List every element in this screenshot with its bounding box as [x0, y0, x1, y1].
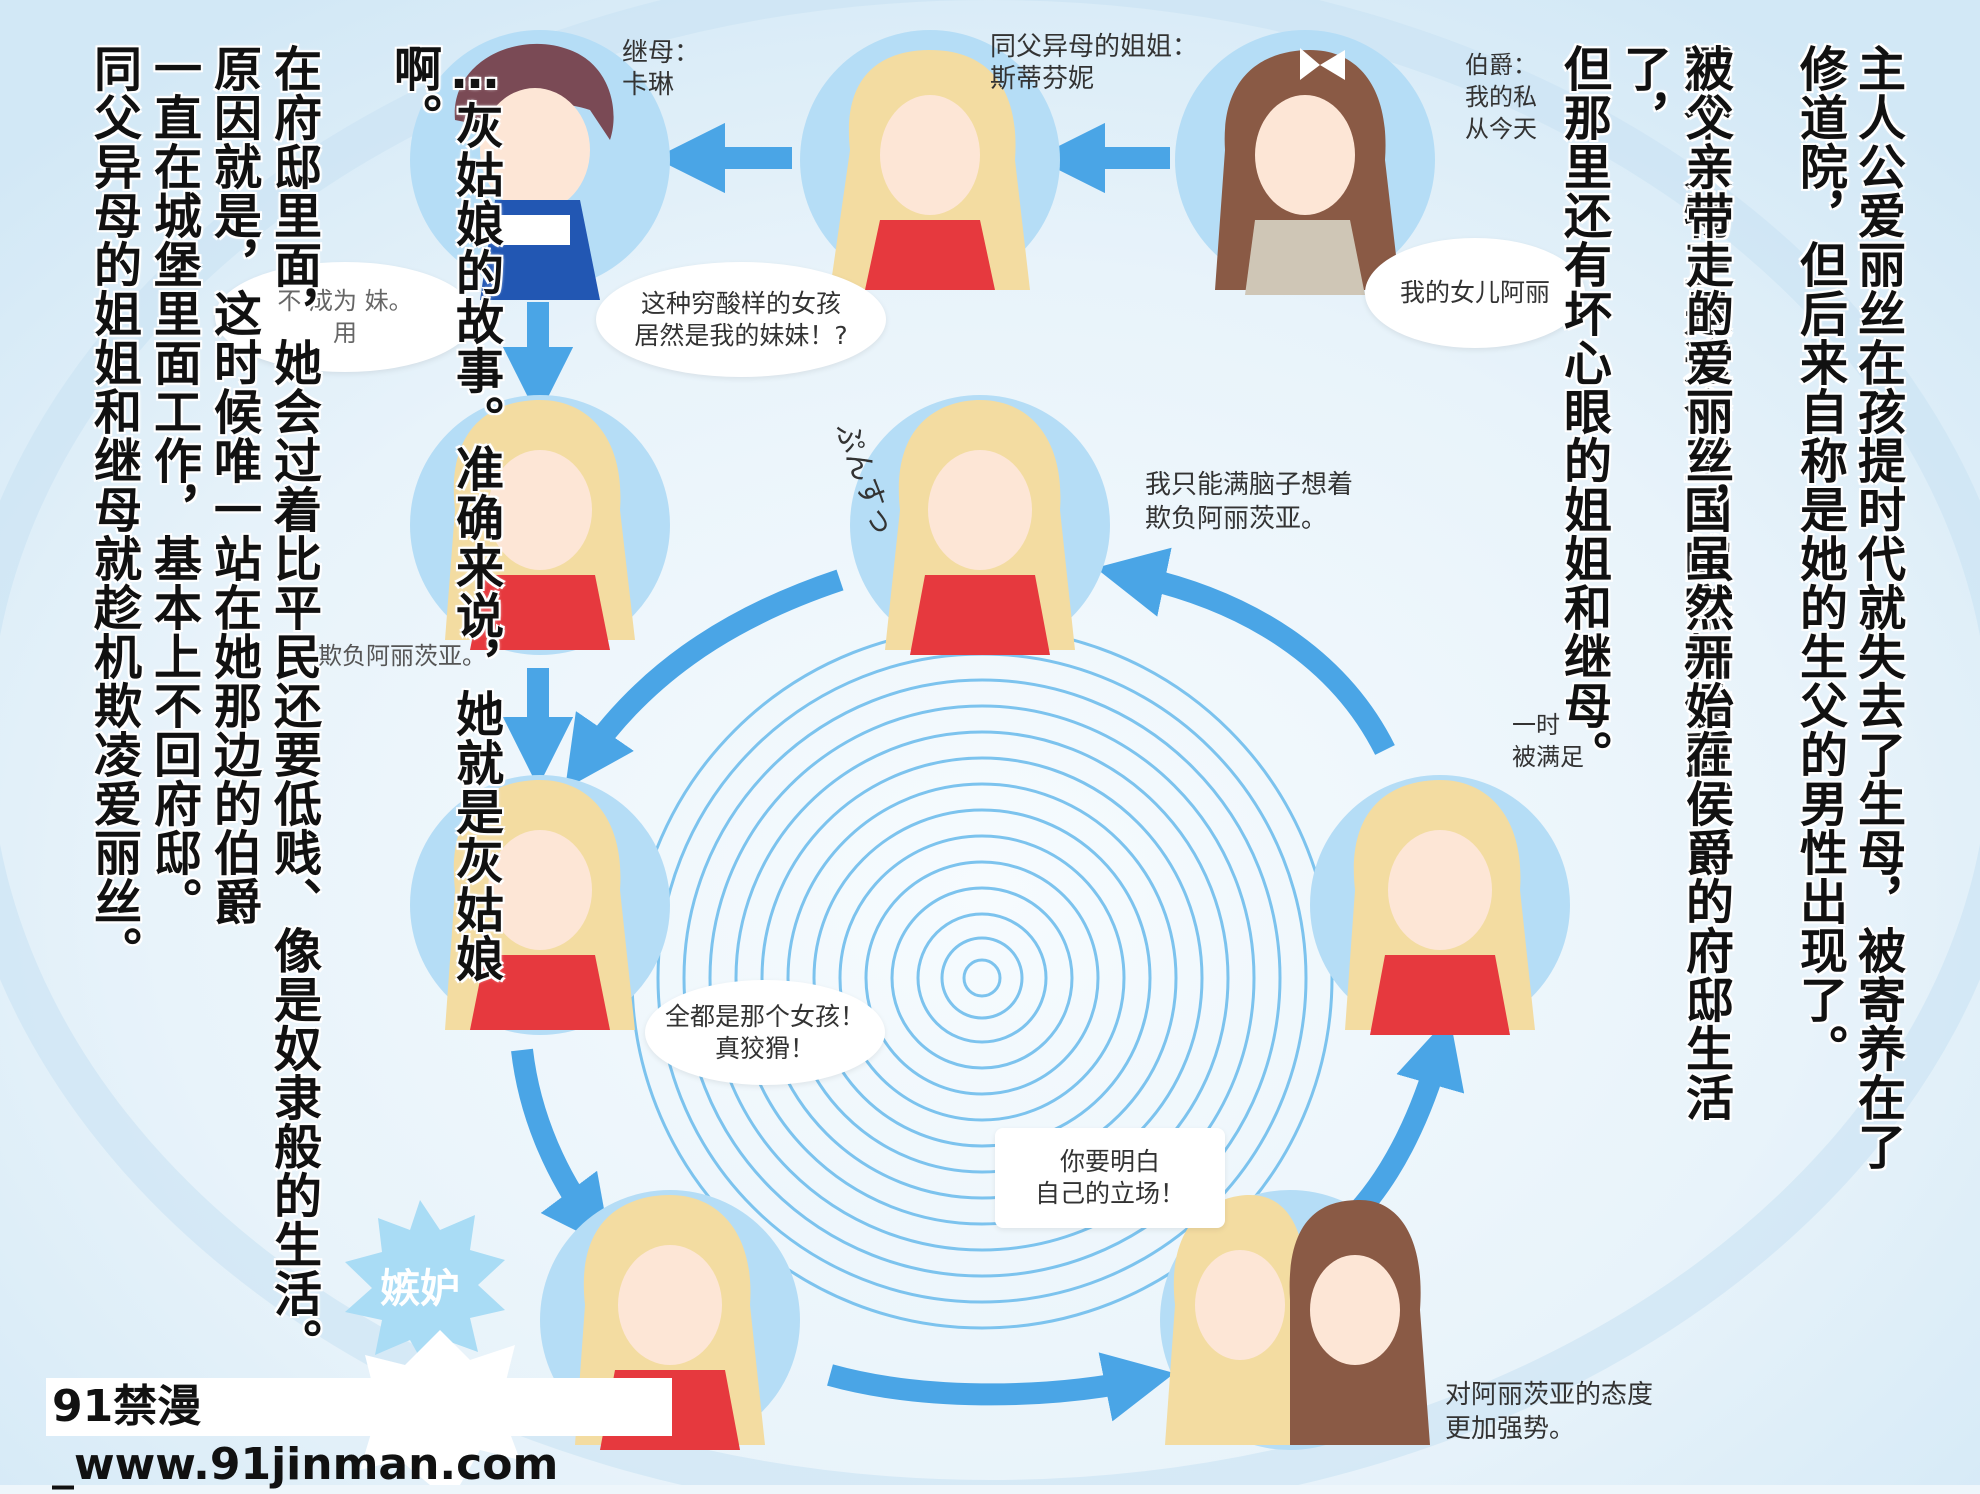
label-earl-line2: 我的私 [1465, 83, 1537, 111]
portrait-sister [800, 30, 1060, 290]
arrow-to-duo [827, 1352, 1175, 1422]
label-stronger-attitude: 对阿丽茨亚的态度 更加强势。 [1445, 1380, 1654, 1444]
label-stepmother-name: 卡琳 [622, 70, 675, 100]
portrait-happy [1310, 775, 1570, 1035]
narration-col-1: 主人公爱丽丝在孩提时代就失去了生母，被寄养在了 [1849, 44, 1905, 1171]
portrait-stepmother [410, 30, 670, 300]
portrait-earl-daughter [1175, 30, 1435, 295]
narration-col-5: 但那里还有坏心眼的姐姐和继母。 [1555, 44, 1611, 779]
bubble-sister-shock: 这种穷酸样的女孩 居然是我的妹妹！? [596, 262, 886, 377]
narration-col-4: 被父亲带走的爱丽丝，虽然开始在侯爵的府邸生活了， [1615, 44, 1733, 1122]
narration-col-6: …灰姑娘的故事。准确来说，她就是灰姑娘啊。 [385, 44, 503, 983]
watermark: 91禁漫_www.91jinman.com [46, 1378, 672, 1490]
flow-arrows [502, 122, 1465, 1422]
arrow-to-top [1095, 547, 1395, 755]
narration-col-7: 在府邸里面，她会过着比平民还要低贱、像是奴隶般的生活。 [265, 44, 321, 1367]
portrait-angry-left [410, 395, 670, 655]
fragment-bully: 欺负阿丽茨亚。 [318, 642, 486, 670]
label-satisfied-1: 一时 [1512, 711, 1560, 739]
bubble-stepmother-fragment: 不 成为 妹。 用 [215, 262, 475, 372]
jealousy-burst [345, 1200, 505, 1372]
label-earl-line3: 从今天 [1465, 115, 1537, 143]
bubble-all-her-fault: 全都是那个女孩！ 真狡猾！ [645, 980, 885, 1085]
arrow-to-rage [565, 569, 844, 789]
label-sister-name: 斯蒂芬妮 [990, 64, 1095, 94]
narration-col-3: 那个人物正是这个王国的宰相侯爵。 [1675, 44, 1731, 828]
narration-col-10: 同父异母的姐姐和继母就趁机欺凌爱丽丝。 [85, 44, 141, 975]
label-bully-thought: 我只能满脑子想着 欺负阿丽茨亚。 [1145, 470, 1354, 534]
portrait-duo [1160, 1190, 1430, 1450]
spiral-rings [630, 626, 1334, 1330]
bubble-earl-daughter: 我的女儿阿丽 [1365, 238, 1585, 348]
label-satisfied-2: 被满足 [1512, 743, 1584, 771]
bubble-know-your-place: 你要明白 自己的立场！ [995, 1128, 1225, 1228]
portrait-bully-thought [850, 395, 1110, 655]
narration-col-9: 一直在城堡里面工作，基本上不回府邸。 [145, 44, 201, 926]
jealousy-label: 嫉妒 [380, 1266, 460, 1312]
label-stepmother-role: 继母： [622, 38, 701, 68]
portrait-rage [410, 775, 670, 1035]
label-sister-role: 同父异母的姐姐： [990, 32, 1199, 62]
arrow-to-cry [511, 1048, 612, 1249]
narration-col-2: 修道院，但后来自称是她的生父的男性出现了。 [1791, 44, 1847, 1073]
label-earl-role: 伯爵： [1465, 51, 1537, 79]
narration-col-8: 原因就是，这时候唯一站在她那边的伯爵 [205, 44, 261, 926]
